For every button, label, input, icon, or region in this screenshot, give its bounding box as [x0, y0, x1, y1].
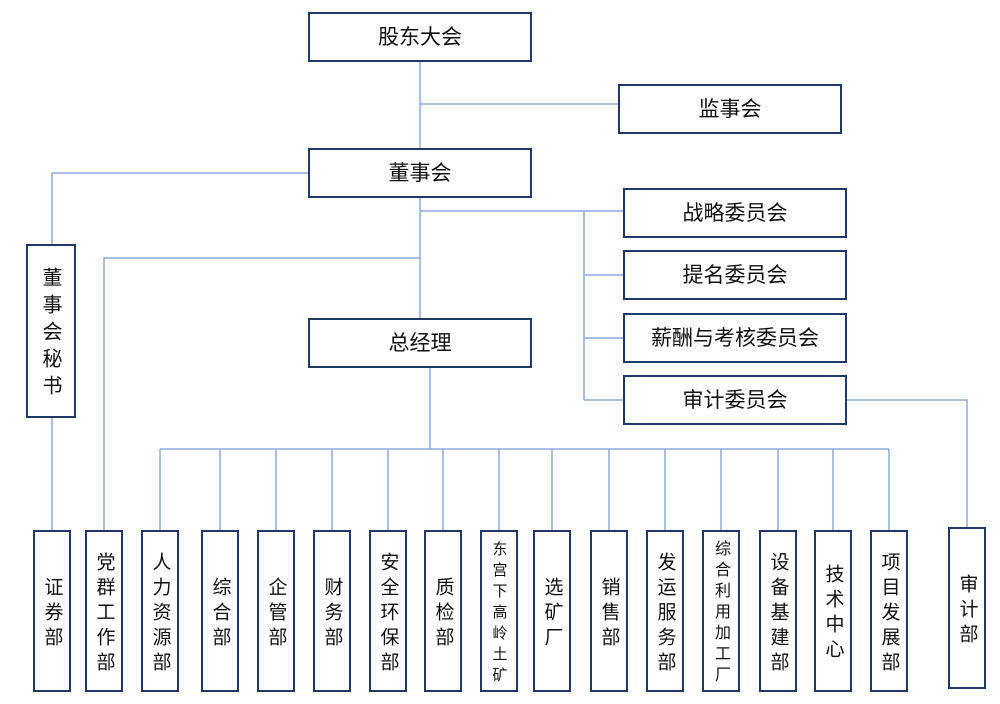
department-box-equipment-infrastructure: 设备基建部: [759, 530, 797, 692]
department-box-technology-center: 技术中心: [814, 530, 852, 692]
department-box-utilization-plant: 综合利用加工厂: [702, 530, 740, 692]
board-secretary-label: 董事会秘书: [39, 267, 63, 402]
nomination-committee-box: 提名委员会: [623, 250, 847, 300]
department-box-kaolin-mine: 东宫下高岭土矿: [480, 530, 518, 692]
department-label: 企管部: [265, 576, 288, 652]
department-box-finance: 财务部: [313, 530, 351, 692]
board-secretary-box: 董事会秘书: [26, 244, 76, 418]
department-label: 安全环保部: [377, 551, 400, 677]
department-label: 综合利用加工厂: [712, 540, 731, 687]
shareholders-meeting-box: 股东大会: [308, 12, 532, 62]
securities-department-label: 证券部: [41, 576, 64, 652]
department-label: 销售部: [598, 576, 621, 652]
board-of-supervisors-label: 监事会: [698, 96, 762, 121]
party-affairs-department-label: 党群工作部: [93, 551, 116, 677]
connector-board-to-secretary: [51, 172, 308, 244]
department-label: 技术中心: [822, 564, 845, 664]
securities-department-box: 证券部: [33, 530, 71, 692]
department-box-human-resources: 人力资源部: [141, 530, 179, 692]
compensation-committee-label: 薪酬与考核委员会: [651, 325, 819, 350]
board-of-supervisors-box: 监事会: [618, 84, 842, 134]
compensation-committee-box: 薪酬与考核委员会: [623, 313, 847, 363]
strategy-committee-box: 战略委员会: [623, 188, 847, 238]
nomination-committee-label: 提名委员会: [682, 262, 788, 287]
department-label: 项目发展部: [878, 551, 901, 677]
board-of-directors-label: 董事会: [388, 160, 452, 185]
general-manager-label: 总经理: [388, 330, 452, 355]
department-box-shipping-service: 发运服务部: [646, 530, 684, 692]
department-box-safety-environment: 安全环保部: [369, 530, 407, 692]
audit-department-box: 审计部: [948, 527, 986, 689]
department-label: 设备基建部: [767, 551, 790, 677]
department-box-general-office: 综合部: [201, 530, 239, 692]
connector-audit-committee-to-audit-dept: [847, 399, 968, 527]
party-affairs-department-box: 党群工作部: [85, 530, 123, 692]
department-label: 发运服务部: [654, 551, 677, 677]
department-label: 选矿厂: [541, 576, 564, 652]
department-box-sales: 销售部: [590, 530, 628, 692]
department-box-project-development: 项目发展部: [870, 530, 908, 692]
department-box-ore-dressing-plant: 选矿厂: [533, 530, 571, 692]
audit-department-label: 审计部: [956, 573, 979, 649]
audit-committee-label: 审计委员会: [682, 387, 788, 412]
department-label: 综合部: [209, 576, 232, 652]
department-label: 财务部: [321, 576, 344, 652]
strategy-committee-label: 战略委员会: [682, 200, 788, 225]
board-of-directors-box: 董事会: [308, 148, 532, 198]
department-box-quality-inspection: 质检部: [424, 530, 462, 692]
audit-committee-box: 审计委员会: [623, 375, 847, 425]
shareholders-meeting-label: 股东大会: [378, 24, 462, 49]
connector-to-party-affairs: [103, 257, 420, 530]
department-label: 东宫下高岭土矿: [490, 540, 509, 688]
department-label: 人力资源部: [149, 551, 172, 677]
general-manager-box: 总经理: [308, 318, 532, 368]
department-box-enterprise-management: 企管部: [257, 530, 295, 692]
department-label: 质检部: [432, 576, 455, 652]
